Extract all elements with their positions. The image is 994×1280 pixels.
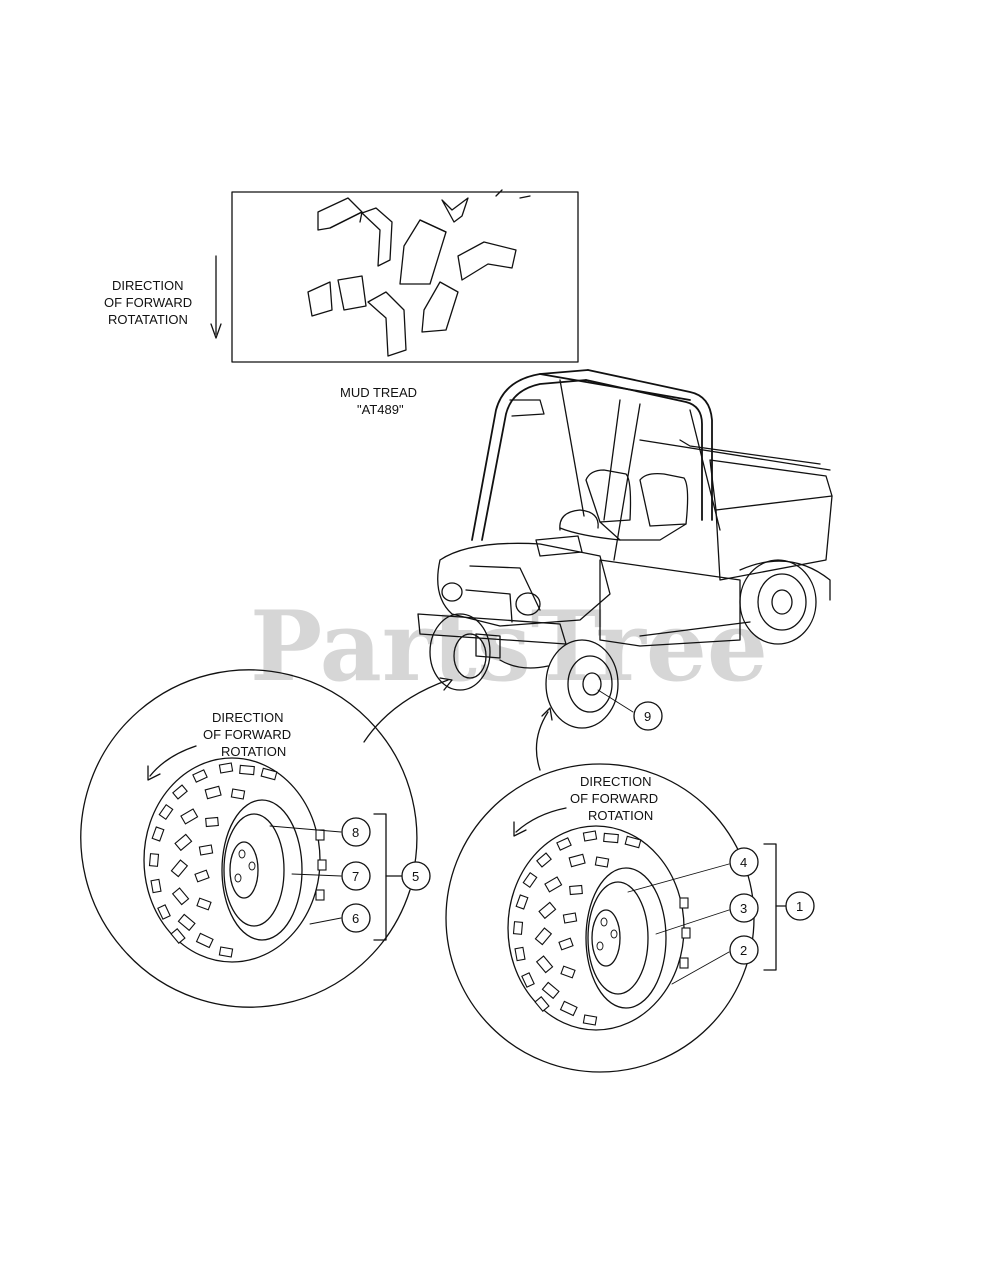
callout-3-leader: [655, 909, 730, 935]
group-5-bracket: [373, 813, 387, 941]
watermark: PartsTree: [250, 590, 768, 703]
right-rotation-arrowhead-icon: [513, 821, 527, 837]
callout-2-number: 2: [740, 943, 747, 958]
callout-8-leader: [269, 825, 342, 833]
callout-7-bubble: [341, 861, 371, 891]
inset-caption-line-2: "AT489": [357, 402, 404, 417]
callout-9-bubble: [633, 701, 663, 731]
inset-caption-line-1: MUD TREAD: [340, 385, 417, 400]
inset-arrow-head-icon: [210, 323, 222, 339]
utility-vehicle: [417, 369, 833, 729]
callout-3-bubble: [729, 893, 759, 923]
callout-1-bubble: [785, 891, 815, 921]
callout-4-bubble: [729, 847, 759, 877]
inset-direction-line-3: ROTATATION: [108, 312, 188, 327]
left-connector-arrowhead-icon: [439, 677, 453, 691]
left-direction-line-1: DIRECTION: [212, 710, 284, 725]
inset-frame: [231, 191, 579, 363]
inset-direction-line-2: OF FORWARD: [104, 295, 192, 310]
inset-direction-line-1: DIRECTION: [112, 278, 184, 293]
left-direction-line-2: OF FORWARD: [203, 727, 291, 742]
callout-9-number: 9: [644, 709, 651, 724]
callout-3-number: 3: [740, 901, 747, 916]
left-rotation-arrowhead-icon: [147, 765, 161, 781]
callout-7-leader: [291, 873, 342, 877]
callout-2-leader: [671, 951, 730, 985]
left-connector-line: [363, 679, 449, 743]
callout-7-number: 7: [352, 869, 359, 884]
group-1-bracket: [763, 843, 777, 971]
right-tire-lugs: [512, 830, 691, 1026]
callout-5-bubble: [401, 861, 431, 891]
callout-6-number: 6: [352, 911, 359, 926]
mud-tread-inset: DIRECTION OF FORWARD ROTATATION MUD TREA…: [104, 189, 579, 417]
callout-6-leader: [309, 917, 342, 925]
callout-8-bubble: [341, 817, 371, 847]
left-detail-circle: [80, 669, 418, 949]
right-wheel-detail: DIRECTION OF FORWARD ROTATION: [445, 763, 815, 1073]
right-connector-line: [535, 711, 549, 771]
callout-4-number: 4: [740, 855, 747, 870]
right-direction-line-2: OF FORWARD: [570, 791, 658, 806]
callout-1-number: 1: [796, 899, 803, 914]
callout-8-number: 8: [352, 825, 359, 840]
left-wheel-detail: DIRECTION OF FORWARD ROTATION: [80, 669, 431, 1008]
callout-9-leader: [597, 689, 634, 713]
callout-2-bubble: [729, 935, 759, 965]
callout-6-bubble: [341, 903, 371, 933]
left-direction-line-3: ROTATION: [221, 744, 286, 759]
right-rotation-arrow: [515, 807, 567, 833]
left-tire-lugs: [148, 762, 327, 958]
callout-5-number: 5: [412, 869, 419, 884]
right-direction-line-3: ROTATION: [588, 808, 653, 823]
callout-4-leader: [627, 863, 730, 893]
right-direction-line-1: DIRECTION: [580, 774, 652, 789]
left-rotation-arrow: [149, 745, 197, 777]
right-connector-arrowhead-icon: [541, 707, 553, 721]
tread-blocks: [307, 189, 531, 357]
